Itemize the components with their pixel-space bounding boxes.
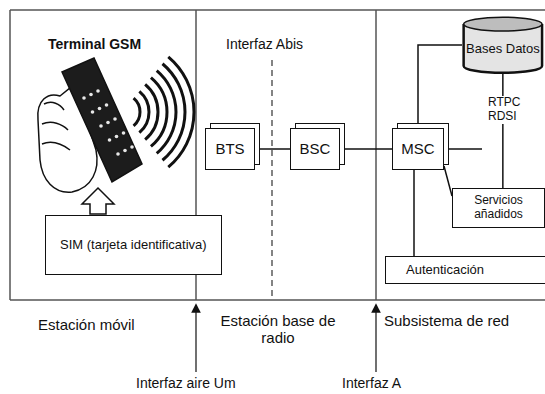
key-dot [89, 93, 93, 97]
wave-arc [134, 98, 140, 126]
sim-card-box: SIM (tarjeta identificativa) [45, 215, 222, 275]
section-label: Estación móvil [36, 316, 137, 333]
key-dot [82, 96, 86, 100]
key-dot [113, 117, 117, 121]
wave-arc [168, 57, 194, 167]
node-text: SIM (tarjeta identificativa) [60, 238, 207, 253]
wave-arc [162, 64, 185, 161]
connector-line [502, 74, 504, 188]
node-text: Servicios añadidos [457, 194, 540, 222]
key-dot [98, 107, 102, 111]
network-label: RTPC RDSI [486, 96, 542, 124]
connector-line [418, 45, 462, 128]
key-dot [91, 110, 95, 114]
node-text: BTS [215, 140, 244, 157]
node-text: MSC [401, 140, 434, 157]
wave-arc [139, 91, 149, 132]
key-dot [123, 149, 127, 153]
terminal-label: Terminal GSM [46, 36, 143, 52]
interface-label: Interfaz Abis [224, 36, 305, 52]
abis-dashed-line [271, 60, 272, 298]
database-cylinder: Bases Datos [462, 16, 544, 74]
key-dot [108, 138, 112, 142]
network-line [444, 148, 482, 150]
key-dot [115, 135, 119, 139]
interface-label: Interfaz aire Um [134, 375, 238, 391]
msc-box: MSC [392, 128, 444, 170]
key-dot [96, 89, 100, 93]
key-dot [105, 103, 109, 107]
key-dot [106, 121, 110, 125]
bts-box: BTS [205, 128, 255, 170]
node-text: Bases Datos [466, 42, 540, 57]
frame [10, 10, 545, 300]
section-label: Subsistema de red [382, 312, 511, 329]
node-text: Autenticación [406, 263, 484, 278]
sim-arrow [82, 188, 114, 214]
phone [62, 58, 142, 182]
wave-arc [145, 84, 158, 139]
connector-line [340, 148, 392, 150]
connector-line [444, 166, 452, 196]
services-box: Servicios añadidos [452, 188, 545, 228]
auth-box: Autenticación [385, 256, 545, 284]
radio-waves [134, 57, 194, 167]
section-label: Estación base de radio [214, 312, 342, 347]
wave-arc [151, 78, 167, 147]
node-text: BSC [300, 140, 331, 157]
interface-label: Interfaz A [340, 375, 403, 391]
connector-line [255, 148, 290, 150]
key-dot [122, 131, 126, 135]
connector-line [413, 170, 415, 256]
key-dot [130, 145, 134, 149]
key-dot [116, 152, 120, 156]
interface-arrow [375, 308, 376, 372]
interface-arrow [195, 308, 196, 372]
wave-arc [157, 71, 176, 154]
key-dot [99, 124, 103, 128]
bsc-box: BSC [290, 128, 340, 170]
